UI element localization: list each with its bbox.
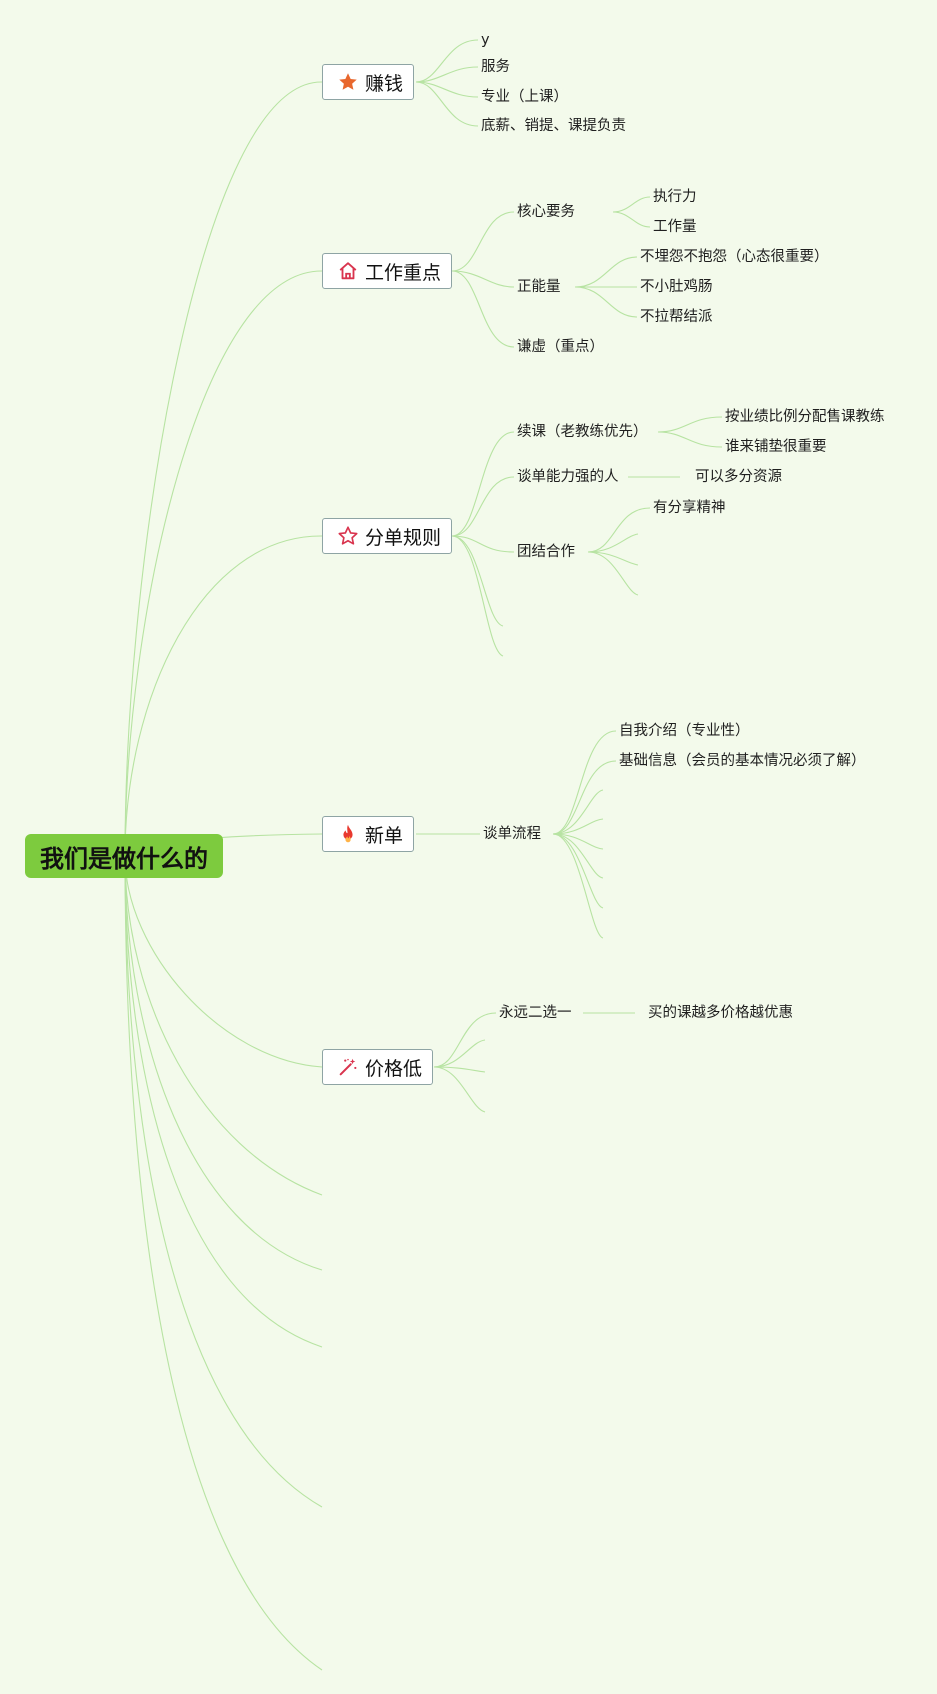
split-renew-item[interactable]: 谁来铺垫很重要 [725, 439, 827, 455]
branch-earn-label: 赚钱 [365, 72, 404, 95]
price-choice[interactable]: 永远二选一 [499, 1005, 572, 1021]
earn-item[interactable]: y [481, 32, 490, 48]
work-positive-item[interactable]: 不拉帮结派 [640, 309, 713, 325]
branch-work[interactable]: 工作重点 [322, 253, 453, 289]
split-renew[interactable]: 续课（老教练优先） [517, 424, 648, 440]
new-process-item[interactable]: 基础信息（会员的基本情况必须了解） [619, 753, 866, 769]
work-core-item[interactable]: 工作量 [653, 219, 697, 235]
star-filled-icon [337, 71, 359, 93]
work-positive-item[interactable]: 不埋怨不抱怨（心态很重要） [640, 249, 829, 265]
split-renew-item[interactable]: 按业绩比例分配售课教练 [725, 409, 885, 425]
branch-price[interactable]: 价格低 [322, 1049, 434, 1085]
branch-price-label: 价格低 [365, 1057, 423, 1080]
branch-split-label: 分单规则 [365, 526, 442, 549]
branch-new-label: 新单 [365, 824, 404, 847]
new-process-item[interactable]: 自我介绍（专业性） [619, 723, 750, 739]
house-icon [337, 260, 359, 282]
work-positive[interactable]: 正能量 [517, 279, 561, 295]
root-label: 我们是做什么的 [40, 844, 208, 873]
work-positive-item[interactable]: 不小肚鸡肠 [640, 279, 713, 295]
branch-work-label: 工作重点 [365, 261, 442, 284]
root-node[interactable]: 我们是做什么的 [25, 834, 223, 878]
branch-new[interactable]: 新单 [322, 816, 415, 852]
star-outline-icon [337, 525, 359, 547]
earn-item[interactable]: 底薪、销提、课提负责 [481, 118, 626, 134]
work-core-item[interactable]: 执行力 [653, 189, 697, 205]
split-team[interactable]: 团结合作 [517, 544, 575, 560]
split-talk[interactable]: 谈单能力强的人 [517, 469, 619, 485]
earn-item[interactable]: 服务 [481, 59, 510, 75]
split-talk-item[interactable]: 可以多分资源 [695, 469, 782, 485]
price-choice-item[interactable]: 买的课越多价格越优惠 [648, 1005, 793, 1021]
branch-split[interactable]: 分单规则 [322, 518, 453, 554]
magic-wand-icon [337, 1056, 359, 1078]
earn-item[interactable]: 专业（上课） [481, 89, 568, 105]
branch-earn[interactable]: 赚钱 [322, 64, 415, 100]
work-core[interactable]: 核心要务 [517, 204, 575, 220]
split-team-item[interactable]: 有分享精神 [653, 500, 726, 516]
work-humble[interactable]: 谦虚（重点） [517, 339, 604, 355]
new-process[interactable]: 谈单流程 [483, 826, 541, 842]
fire-icon [337, 823, 359, 845]
